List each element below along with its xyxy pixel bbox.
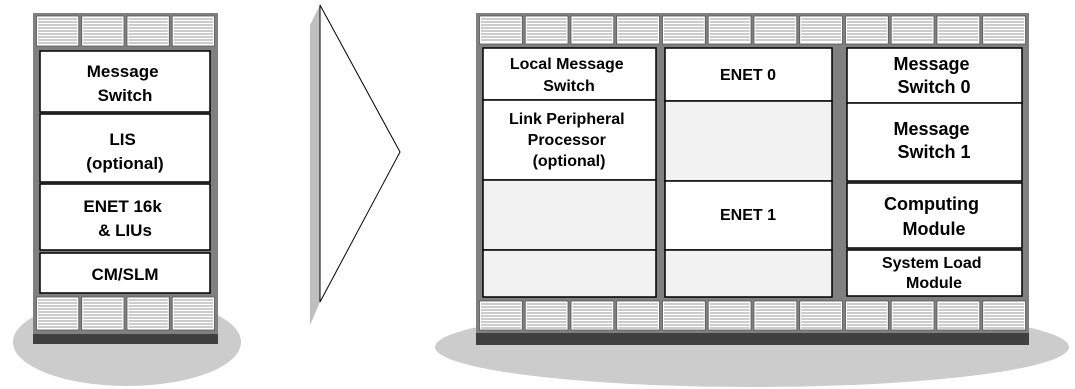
svg-text:System Load Module: System Load Module: [882, 255, 986, 292]
enet-1-module: ENET 1: [664, 180, 833, 251]
left-module-1-line-2: Switch: [98, 86, 153, 105]
right-cabinet: Local Message Switch Link Peripheral Pro…: [476, 13, 1029, 345]
svg-text:ENET 16k & LIUs: ENET 16k & LIUs: [83, 197, 166, 240]
grille-panel: [707, 15, 752, 45]
right-column-3: Message Switch 0 Message Switch 1 Comput…: [846, 47, 1023, 297]
grille-panel: [81, 296, 125, 331]
grille-panel: [845, 15, 889, 45]
grille-panel: [126, 296, 170, 331]
left-module-enet-16k: ENET 16k & LIUs: [39, 183, 211, 251]
left-module-2-line-2: (optional): [86, 154, 163, 173]
left-cabinet: Message Switch LIS (optional) ENET 16k &…: [33, 13, 218, 344]
computing-module: Computing Module: [846, 182, 1023, 249]
col2-empty-slot-1: [664, 100, 833, 182]
grille-panel: [171, 296, 215, 331]
left-top-grille: [36, 15, 215, 47]
col2-module-3-line-1: ENET 1: [720, 207, 776, 224]
col3-module-3-line-1: Computing: [884, 194, 979, 214]
svg-text:LIS (optional): LIS (optional): [86, 130, 163, 173]
system-load-module: System Load Module: [846, 249, 1023, 297]
right-column-1: Local Message Switch Link Peripheral Pro…: [482, 47, 657, 298]
col1-module-2-line-1: Link Peripheral: [509, 111, 625, 128]
grille-panel: [479, 15, 523, 45]
left-bottom-grille: [36, 296, 215, 331]
left-cabinet-base: [33, 334, 218, 344]
left-module-3-line-1: ENET 16k: [83, 197, 162, 216]
svg-text:CM/SLM: CM/SLM: [91, 265, 158, 284]
left-module-1-line-1: Message: [87, 62, 159, 81]
svg-text:Message Switch 0: Message Switch 0: [893, 54, 974, 97]
arrow-shadow: [310, 5, 320, 325]
col1-module-2-line-3: (optional): [533, 153, 606, 170]
col3-module-2-line-2: Switch 1: [897, 142, 970, 162]
col3-module-4-line-2: Module: [906, 275, 962, 292]
col2-empty-slot-2: [664, 249, 833, 298]
grille-panel: [799, 15, 843, 45]
col3-module-1-line-2: Switch 0: [897, 77, 970, 97]
right-column-2: ENET 0 ENET 1: [664, 47, 833, 298]
arrow-shape: [319, 4, 401, 303]
col3-module-4-line-1: System Load: [882, 255, 982, 272]
col1-module-2-line-2: Processor: [528, 132, 606, 149]
message-switch-0-module: Message Switch 0: [846, 47, 1023, 104]
grille-panel: [616, 15, 660, 45]
col2-module-1-line-1: ENET 0: [720, 67, 776, 84]
svg-text:ENET 0: ENET 0: [720, 67, 776, 84]
left-module-cm-slm: CM/SLM: [39, 252, 211, 294]
col1-empty-slot-1: [482, 179, 657, 251]
right-bottom-grille: [479, 300, 1026, 331]
svg-text:ENET 1: ENET 1: [720, 207, 776, 224]
svg-text:Link Peripheral Proc: Link Peripheral Processor (optional): [509, 111, 629, 170]
grille-panel: [753, 15, 798, 45]
col3-module-1-line-1: Message: [893, 54, 969, 74]
grille-panel: [36, 296, 80, 331]
col1-empty-slot-2: [482, 249, 657, 298]
col1-module-1-line-2: Switch: [543, 78, 595, 95]
grille-panel: [982, 15, 1026, 45]
right-cabinet-base: [476, 333, 1029, 345]
left-module-message-switch: Message Switch: [39, 50, 211, 113]
grille-panel: [890, 15, 935, 45]
grille-panel: [570, 15, 615, 45]
right-top-grille: [479, 15, 1026, 45]
left-module-3-line-2: & LIUs: [98, 221, 152, 240]
link-peripheral-processor-module: Link Peripheral Processor (optional): [482, 99, 657, 181]
svg-text:Local Message Switch: Local Message Switch: [510, 56, 628, 95]
col3-module-3-line-2: Module: [903, 219, 966, 239]
left-module-4-line-1: CM/SLM: [91, 265, 158, 284]
transition-arrow: [310, 4, 401, 325]
svg-text:Message Switch 1: Message Switch 1: [893, 119, 974, 162]
grille-panel: [662, 15, 706, 45]
left-module-2-line-1: LIS: [109, 130, 135, 149]
grille-panel: [524, 15, 569, 45]
col3-module-2-line-1: Message: [893, 119, 969, 139]
svg-text:Computing Module: Computing Module: [884, 194, 984, 239]
message-switch-1-module: Message Switch 1: [846, 102, 1023, 182]
local-message-switch-module: Local Message Switch: [482, 47, 657, 101]
grille-panel: [936, 15, 981, 45]
enet-0-module: ENET 0: [664, 47, 833, 102]
left-module-lis: LIS (optional): [39, 113, 211, 183]
col1-module-1-line-1: Local Message: [510, 56, 624, 73]
svg-text:Message Switch: Message Switch: [87, 62, 164, 105]
